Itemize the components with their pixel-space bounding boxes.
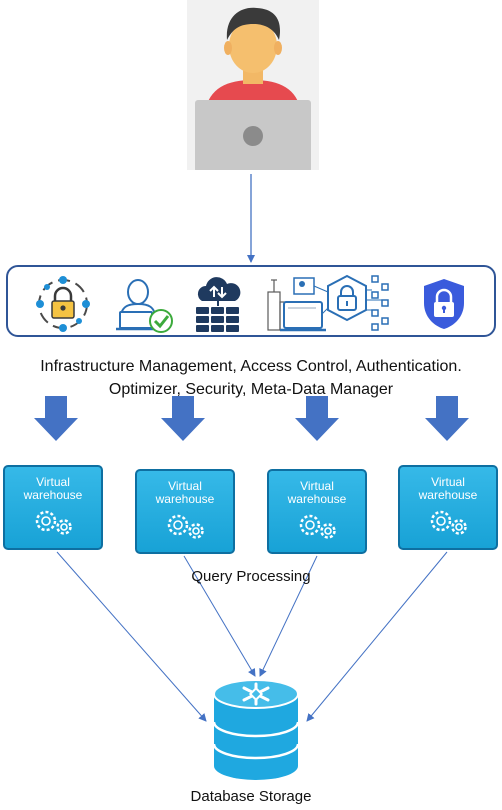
gears-icon (35, 510, 72, 535)
cloud-server-icon (196, 277, 241, 332)
virtual-warehouse-label: Virtual warehouse (287, 479, 347, 506)
gears-icon (430, 510, 467, 535)
query-processing-label: Query Processing (191, 568, 311, 585)
virtual-warehouse-4: Virtual warehouse (398, 465, 498, 550)
warehouse-1-to-storage-line (56, 551, 207, 722)
warehouse-4-to-storage-line (306, 551, 448, 722)
virtual-warehouse-label: Virtual warehouse (23, 475, 83, 502)
block-arrow-1 (34, 396, 78, 441)
virtual-warehouse-2: Virtual warehouse (135, 469, 235, 554)
security-shield-icon (424, 279, 464, 329)
warehouse-2-to-storage-line (183, 555, 256, 677)
virtual-warehouse-label: Virtual warehouse (155, 479, 215, 506)
database-storage-label: Database Storage (190, 788, 312, 805)
user-verified-laptop-icon (116, 279, 173, 333)
services-caption-line-1: Infrastructure Management, Access Contro… (40, 358, 462, 375)
virtual-warehouse-label: Virtual warehouse (418, 475, 478, 502)
user-at-laptop-icon (187, 0, 319, 172)
secure-city-data-icon (267, 274, 389, 332)
gears-icon (299, 514, 336, 539)
block-arrow-3 (295, 396, 339, 441)
block-arrows (34, 396, 469, 441)
services-caption-line-2: Optimizer, Security, Meta-Data Manager (108, 381, 394, 398)
user-node (187, 0, 319, 172)
warehouse-3-to-storage-line (259, 555, 318, 677)
gears-icon (167, 514, 204, 539)
snowflake-database-icon (212, 679, 300, 780)
block-arrow-4 (425, 396, 469, 441)
block-arrow-2 (161, 396, 205, 441)
virtual-warehouse-3: Virtual warehouse (267, 469, 367, 554)
virtual-warehouse-1: Virtual warehouse (3, 465, 103, 550)
lock-network-icon (36, 276, 90, 332)
